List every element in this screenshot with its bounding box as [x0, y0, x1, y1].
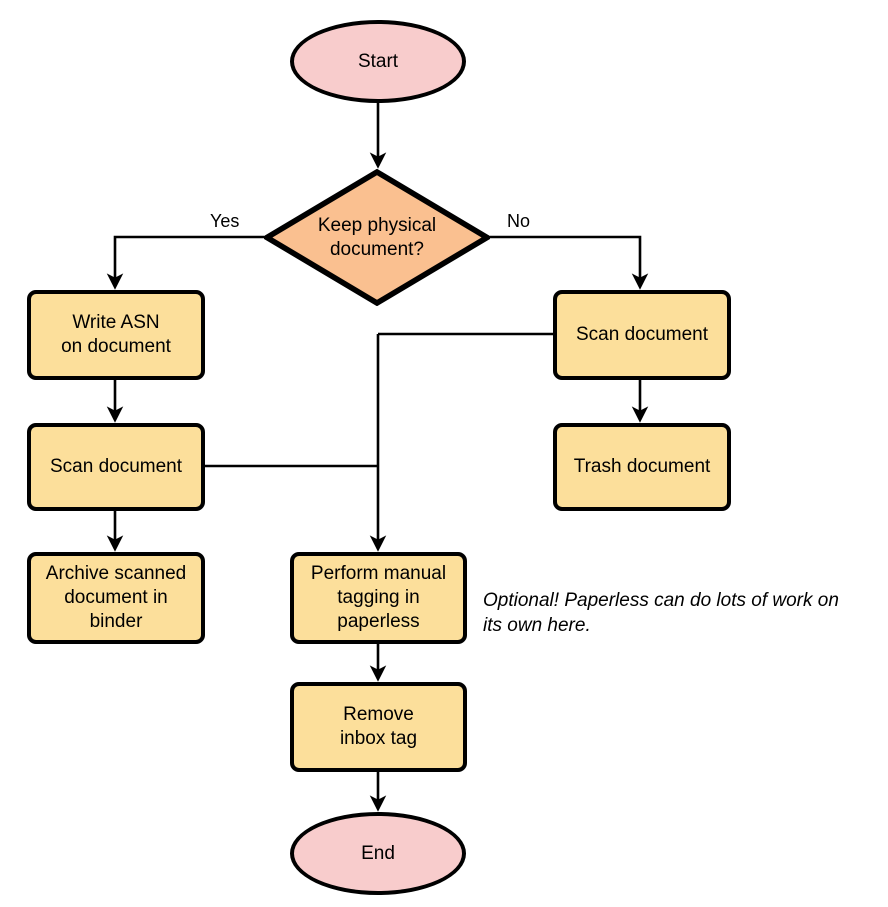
node-remove-inbox-tag[interactable]: Remove inbox tag	[290, 682, 467, 772]
diamond-shape	[264, 169, 490, 306]
node-scan-document-right-label: Scan document	[575, 324, 709, 345]
node-perform-manual-tagging[interactable]: Perform manual tagging in paperless	[290, 552, 467, 644]
node-scan-document-right[interactable]: Scan document	[553, 290, 731, 380]
node-perform-manual-tagging-label: Perform manual tagging in paperless	[310, 563, 447, 632]
node-scan-document-left[interactable]: Scan document	[27, 423, 205, 511]
edge-label-no: No	[507, 211, 531, 231]
edge-decision-no-to-scan-right	[490, 235, 649, 290]
node-trash-document[interactable]: Trash document	[553, 423, 731, 511]
node-start[interactable]: Start	[290, 20, 466, 103]
node-write-asn-label: Write ASN on document	[61, 312, 171, 357]
node-start-label: Start	[357, 50, 399, 72]
node-keep-physical-document[interactable]: Keep physical document?	[264, 169, 490, 306]
node-remove-inbox-tag-label: Remove inbox tag	[339, 704, 418, 749]
node-end[interactable]: End	[290, 812, 466, 895]
annotation-optional-note: Optional! Paperless can do lots of work …	[483, 590, 839, 636]
node-keep-physical-document-label: Keep physical document?	[317, 214, 437, 260]
node-write-asn[interactable]: Write ASN on document	[27, 290, 205, 380]
node-archive-scanned-document-label: Archive scanned document in binder	[45, 563, 187, 632]
edge-decision-yes-to-write-asn	[106, 235, 264, 290]
edge-label-yes: Yes	[210, 211, 240, 231]
node-end-label: End	[361, 842, 395, 864]
node-archive-scanned-document[interactable]: Archive scanned document in binder	[27, 552, 205, 644]
node-scan-document-left-label: Scan document	[49, 456, 183, 477]
node-trash-document-label: Trash document	[573, 456, 711, 477]
